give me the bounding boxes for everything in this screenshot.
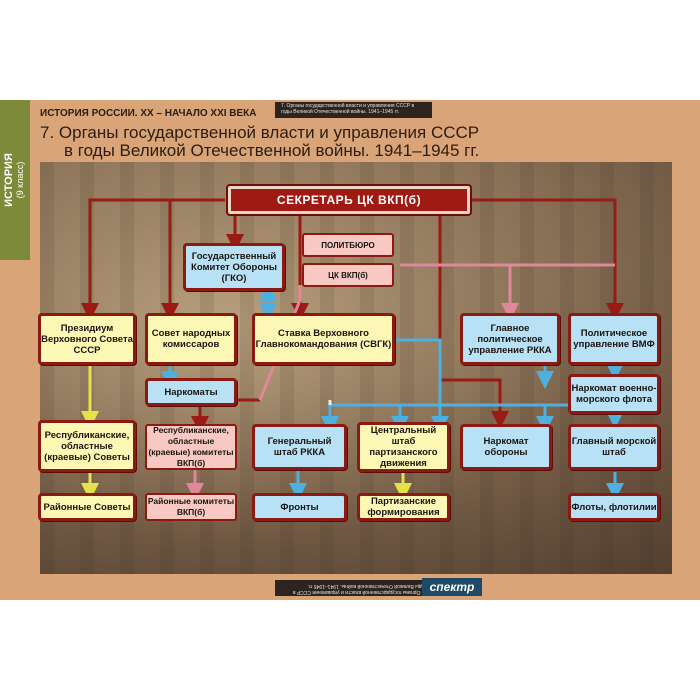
node-secretary: СЕКРЕТАРЬ ЦК ВКП(б) xyxy=(226,184,472,216)
red-links xyxy=(81,198,624,434)
page-title: 7. Органы государственной власти и управ… xyxy=(40,124,510,160)
publisher-logo: спектр xyxy=(422,578,482,596)
title-line-1: 7. Органы государственной власти и управ… xyxy=(40,123,480,142)
node-narkomaty: Наркоматы xyxy=(145,378,237,406)
node-floty: Флоты, флотилии xyxy=(568,493,660,521)
node-gko: Государственный Комитет Обороны (ГКО) xyxy=(183,243,285,291)
background-photo xyxy=(40,162,672,574)
node-politburo: ПОЛИТБЮРО xyxy=(302,233,394,257)
title-line-2: в годы Великой Отечественной войны. 1941… xyxy=(64,141,480,160)
node-cshpd: Центральный штаб партизанского движения xyxy=(357,422,450,472)
node-ck: ЦК ВКП(б) xyxy=(302,263,394,287)
node-pu-vmf: Политическое управление ВМФ xyxy=(568,313,660,365)
node-partizany: Партизанские формирования xyxy=(357,493,450,521)
node-genshtab: Генеральный штаб РККА xyxy=(252,424,347,470)
yellow-links xyxy=(81,365,412,501)
node-nk-vmf: Наркомат военно-морского флота xyxy=(568,374,660,414)
series-title: ИСТОРИЯ РОССИИ. XX – НАЧАЛО XXI ВЕКА xyxy=(40,108,257,119)
mini-title-top: 7. Органы государственной власти и управ… xyxy=(275,102,432,118)
node-rep-komitety: Республиканские, областные (краевые) ком… xyxy=(145,424,237,470)
connector-lines xyxy=(81,198,652,501)
node-snk: Совет народных комиссаров xyxy=(145,313,237,365)
node-stavka: Ставка Верховного Главнокомандования (СВ… xyxy=(252,313,395,365)
node-fronty: Фронты xyxy=(252,493,347,521)
pink-links xyxy=(186,263,615,501)
node-raikomy: Районные комитеты ВКП(б) xyxy=(145,493,237,521)
node-raisovety: Районные Советы xyxy=(38,493,136,521)
footer: спектр xyxy=(422,578,697,598)
node-rep-sovety: Республиканские, областные (краевые) Сов… xyxy=(38,420,136,472)
side-tab: ИСТОРИЯ(9 класс) xyxy=(0,100,30,260)
node-gpu-rkka: Главное политическое управление РККА xyxy=(460,313,560,365)
node-presidium: Президиум Верховного Совета СССР xyxy=(38,313,136,365)
node-nko: Наркомат обороны xyxy=(460,424,552,470)
node-gms: Главный морской штаб xyxy=(568,424,660,470)
